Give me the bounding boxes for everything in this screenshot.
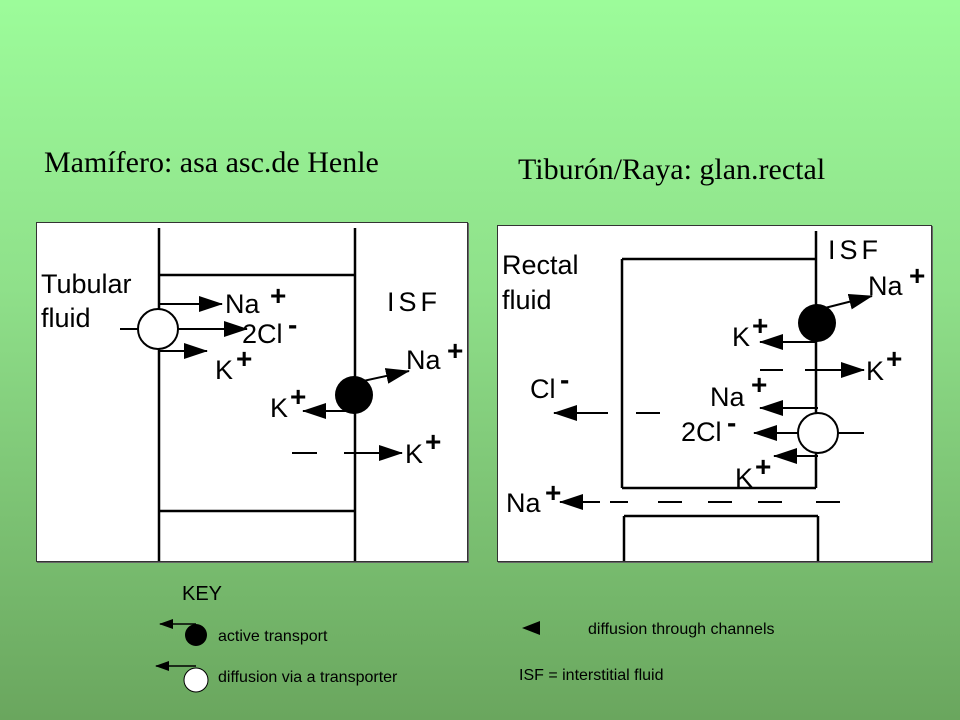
shark-diagram: Rectal fluid ISF Na + K + K + Cl - Na + … xyxy=(502,231,925,561)
key-heading: KEY xyxy=(182,583,222,605)
paracellular-na-charge: + xyxy=(545,477,561,508)
rectal-fluid-label-2: fluid xyxy=(502,285,552,315)
mammal-diagram: Tubular fluid ISF Na + 2Cl - K + Na + K … xyxy=(41,228,463,561)
nkcc-na-label: Na xyxy=(225,289,260,319)
na-k-pump-icon xyxy=(798,304,836,342)
pump-na-charge: + xyxy=(909,260,925,291)
active-transport-icon xyxy=(185,624,207,646)
nkcc-na-charge: + xyxy=(751,369,767,400)
pump-k-label: K xyxy=(270,393,288,423)
nkcc-na-charge: + xyxy=(270,280,286,311)
key-isf-definition: ISF = interstitial fluid xyxy=(519,667,664,684)
tubular-fluid-label-2: fluid xyxy=(41,303,91,333)
channel-arrow-icon xyxy=(522,621,540,635)
key-diffusion-channels: diffusion through channels xyxy=(588,621,775,638)
pump-na-arrow xyxy=(816,293,873,311)
channel-k-charge: + xyxy=(425,426,441,457)
pump-na-charge: + xyxy=(447,335,463,366)
na-k-pump-icon xyxy=(335,376,373,414)
panel-mammal-loop-of-henle: Tubular fluid ISF Na + 2Cl - K + Na + K … xyxy=(36,222,468,562)
title-mammal: Mamífero: asa asc.de Henle xyxy=(44,146,379,179)
nkcc-k-label: K xyxy=(215,355,233,385)
nkcc-cl-label: 2Cl xyxy=(242,319,283,349)
nkcc-k-charge: + xyxy=(236,343,252,374)
pump-k-label: K xyxy=(732,322,750,352)
rectal-fluid-label-1: Rectal xyxy=(502,250,579,280)
key-active-transport: active transport xyxy=(218,628,328,645)
isf-label: ISF xyxy=(387,287,441,317)
isf-label: ISF xyxy=(828,235,882,265)
panel-shark-rectal-gland: Rectal fluid ISF Na + K + K + Cl - Na + … xyxy=(497,225,932,562)
pump-k-charge: + xyxy=(752,310,768,341)
pump-na-label: Na xyxy=(406,345,441,375)
transporter-icon xyxy=(183,667,209,693)
key-diffusion-transporter: diffusion via a transporter xyxy=(218,669,398,686)
pump-k-charge: + xyxy=(290,381,306,412)
nkcc-na-label: Na xyxy=(710,382,745,412)
nkcc-cl-charge: - xyxy=(727,407,736,438)
nkcc-k-charge: + xyxy=(755,451,771,482)
channel-cl-charge: - xyxy=(560,364,569,395)
nkcc-cl-label: 2Cl xyxy=(681,417,722,447)
pump-na-label: Na xyxy=(868,271,903,301)
channel-k-label: K xyxy=(405,439,423,469)
channel-cl-label: Cl xyxy=(530,374,556,404)
paracellular-na-label: Na xyxy=(506,488,541,518)
pump-na-arrow xyxy=(353,368,410,384)
channel-k-label: K xyxy=(866,356,884,386)
channel-k-charge: + xyxy=(886,343,902,374)
title-shark: Tiburón/Raya: glan.rectal xyxy=(518,153,826,186)
tubular-fluid-label-1: Tubular xyxy=(41,269,132,299)
nkcc-cl-charge: - xyxy=(288,309,297,340)
nkcc-k-label: K xyxy=(735,463,753,493)
